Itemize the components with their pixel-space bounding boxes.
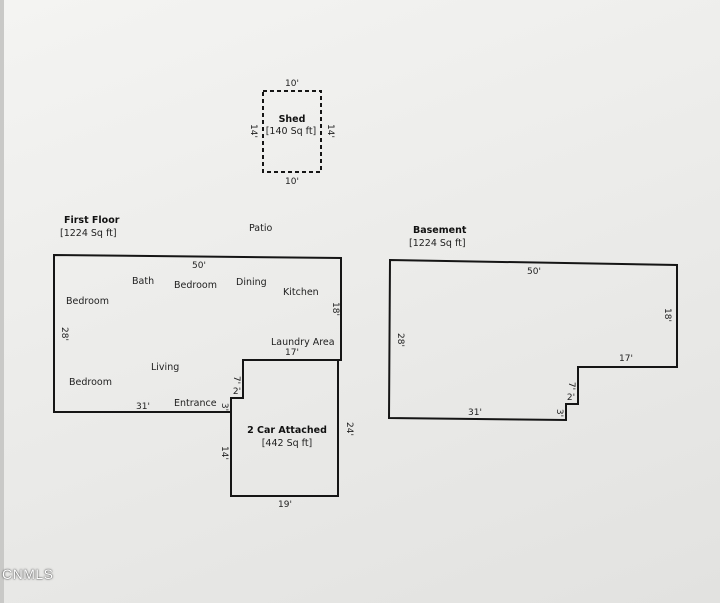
- first-floor-dim-right: 18': [330, 302, 340, 316]
- first-floor-title: First Floor: [64, 215, 120, 226]
- first-floor-dim-left: 28': [59, 327, 69, 341]
- basement-dim-notch: 17': [619, 354, 633, 364]
- garage-dim-bottom: 19': [278, 500, 292, 510]
- room-label-bedroom-lower: Bedroom: [69, 377, 112, 388]
- room-label-entrance: Entrance: [174, 398, 217, 409]
- room-label-dining: Dining: [236, 277, 267, 288]
- shed-dim-left: 14': [248, 124, 258, 138]
- shed-dim-top: 10': [285, 79, 299, 89]
- garage-area: [442 Sq ft]: [262, 438, 313, 449]
- basement-title: Basement: [413, 225, 467, 236]
- first-floor-dim-notch: 17': [285, 348, 299, 358]
- paper-edge: [0, 0, 4, 603]
- basement-dim-step-lower: 3': [554, 409, 564, 417]
- basement-dim-right: 18': [662, 308, 672, 322]
- shed-title: Shed: [279, 114, 306, 125]
- garage-outline: [230, 359, 339, 497]
- basement-dim-step-upper: 7': [566, 382, 576, 390]
- first-floor-dim-bottom: 31': [136, 402, 150, 412]
- garage-title: 2 Car Attached: [247, 425, 327, 436]
- basement-dim-left: 28': [395, 333, 405, 347]
- room-label-living: Living: [151, 362, 179, 373]
- first-floor-outline: [53, 253, 342, 413]
- watermark: CNMLS: [2, 566, 54, 582]
- first-floor-area: [1224 Sq ft]: [60, 228, 117, 239]
- basement-dim-step-mid: 2': [567, 393, 575, 403]
- basement-dim-top: 50': [527, 267, 541, 277]
- first-floor-dim-step-upper: 7': [231, 376, 241, 384]
- garage-dim-left: 14': [219, 446, 229, 460]
- room-label-bath: Bath: [132, 276, 154, 287]
- basement-area: [1224 Sq ft]: [409, 238, 466, 249]
- basement-dim-bottom: 31': [468, 408, 482, 418]
- shed-dim-right: 14': [325, 124, 335, 138]
- first-floor-plan: First Floor [1224 Sq ft] Patio 50' 28' 1…: [53, 215, 342, 413]
- room-label-bedroom-upper: Bedroom: [66, 296, 109, 307]
- first-floor-dim-step-mid: 2': [233, 387, 241, 397]
- room-label-laundry: Laundry Area: [271, 337, 335, 348]
- basement-outline: [387, 258, 678, 422]
- garage-plan: 2 Car Attached [442 Sq ft] 24' 14' 19': [219, 359, 354, 510]
- shed-dim-bottom: 10': [285, 177, 299, 187]
- basement-plan: Basement [1224 Sq ft] 50' 28' 18' 17' 7'…: [387, 225, 678, 422]
- garage-dim-right: 24': [344, 422, 354, 436]
- shed-outline: [262, 90, 322, 173]
- room-label-patio: Patio: [249, 223, 272, 234]
- first-floor-dim-step-lower: 3': [219, 403, 229, 411]
- shed-area: [140 Sq ft]: [266, 126, 317, 137]
- room-label-bedroom: Bedroom: [174, 280, 217, 291]
- shed-plan: 10' 10' 14' 14' Shed [140 Sq ft]: [248, 79, 335, 187]
- room-label-kitchen: Kitchen: [283, 287, 319, 298]
- first-floor-dim-top: 50': [192, 261, 206, 271]
